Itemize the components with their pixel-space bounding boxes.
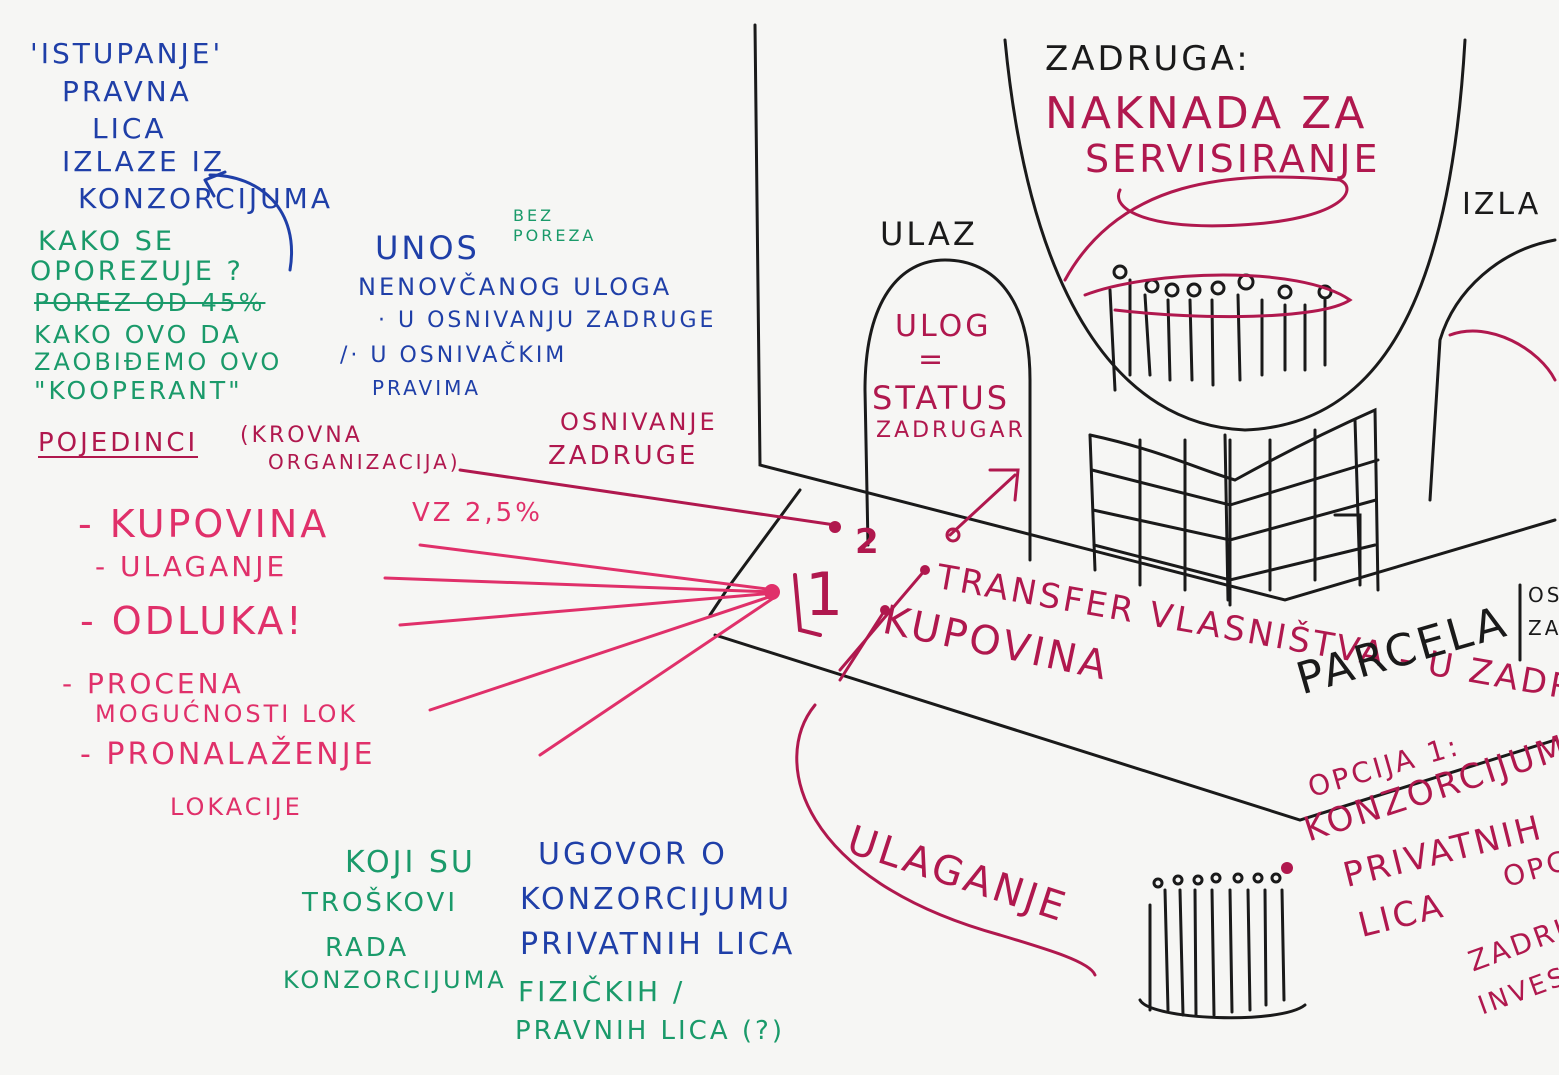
note-line: IZLAZE IZ [62, 145, 226, 178]
note-line: TROŠKOVI [302, 888, 459, 918]
zadruga-title: ZADRUGA: [1045, 39, 1251, 79]
pojedinci-item: - ODLUKA! [80, 599, 305, 643]
unos-title: UNOS [375, 229, 480, 267]
marker-arrows [203, 170, 1557, 977]
note-line: KOJI SU [345, 845, 476, 880]
note-line: UGOVOR O [538, 837, 728, 872]
note-line: KONZORCIJUMU [520, 882, 793, 917]
note-line: PRAVNIH LICA (?) [515, 1016, 785, 1046]
equals-label: = [918, 342, 947, 377]
pojedinci-item: - PROCENA [62, 667, 244, 700]
unos-line: NENOVČANOG ULOGA [358, 273, 673, 301]
note-line: RADA [325, 933, 410, 963]
unos-line: · U OSNIVANJU ZADRUGE [378, 308, 717, 333]
note-line: FIZIČKIH / [518, 975, 686, 1008]
building-sketch [708, 23, 1557, 1020]
naknada-label: NAKNADA ZA [1045, 88, 1368, 139]
pojedinci-item: LOKACIJE [170, 793, 303, 821]
izlaz-title: IZLA [1462, 187, 1542, 222]
step-number: 1 [805, 560, 847, 630]
note-line: POREZ OD 45% [34, 288, 266, 317]
bez-poreza: BEZ [513, 206, 555, 225]
note-line: KONZORCIJUMA [283, 966, 507, 994]
vz-percent: VZ 2,5% [412, 498, 543, 528]
pojedinci-title: POJEDINCI [38, 428, 199, 458]
unos-line: /· U OSNIVAČKIM [340, 343, 568, 368]
osnivanje-label: OSNIVANJE [560, 408, 718, 436]
note-line: 'ISTUPANJE' [30, 37, 224, 70]
note-line: KONZORCIJUMA [78, 182, 333, 215]
osnivanje-label: ZADRUGE [548, 441, 699, 471]
note-line: PRIVATNIH LICA [520, 927, 796, 962]
pojedinci-item: - KUPOVINA [78, 502, 330, 546]
status-label: STATUS [872, 379, 1011, 417]
step-number: 2 [855, 522, 882, 562]
pojedinci-subtitle: (KROVNA [240, 423, 363, 448]
note-line: LICA [92, 112, 167, 145]
note-line: ZAOBIĐEMO OVO [34, 348, 283, 376]
note-line: PRAVNA [62, 75, 192, 108]
ulaz-title: ULAZ [880, 215, 978, 253]
unos-line: PRAVIMA [372, 376, 482, 400]
pojedinci-item: - ULAGANJE [95, 550, 288, 583]
pojedinci-item: MOGUĆNOSTI LOK [95, 700, 359, 728]
ulog-label: ULOG [895, 309, 992, 344]
note-line: KAKO OVO DA [34, 320, 243, 349]
note-line: KAKO SE [38, 226, 175, 257]
pojedinci-subtitle: ORGANIZACIJA) [268, 450, 461, 474]
note-line: OPOREZUJE ? [30, 256, 244, 287]
zadrugar-label: ZADRUGAR [876, 418, 1026, 443]
servisiranje-label: SERVISIRANJE [1085, 137, 1381, 181]
pojedinci-item: - PRONALAŽENJE [80, 737, 376, 772]
parcela-side: ZA [1528, 616, 1559, 640]
bez-poreza: POREZA [513, 226, 597, 245]
parcela-side: OS [1528, 583, 1559, 607]
note-line: "KOOPERANT" [34, 376, 243, 405]
